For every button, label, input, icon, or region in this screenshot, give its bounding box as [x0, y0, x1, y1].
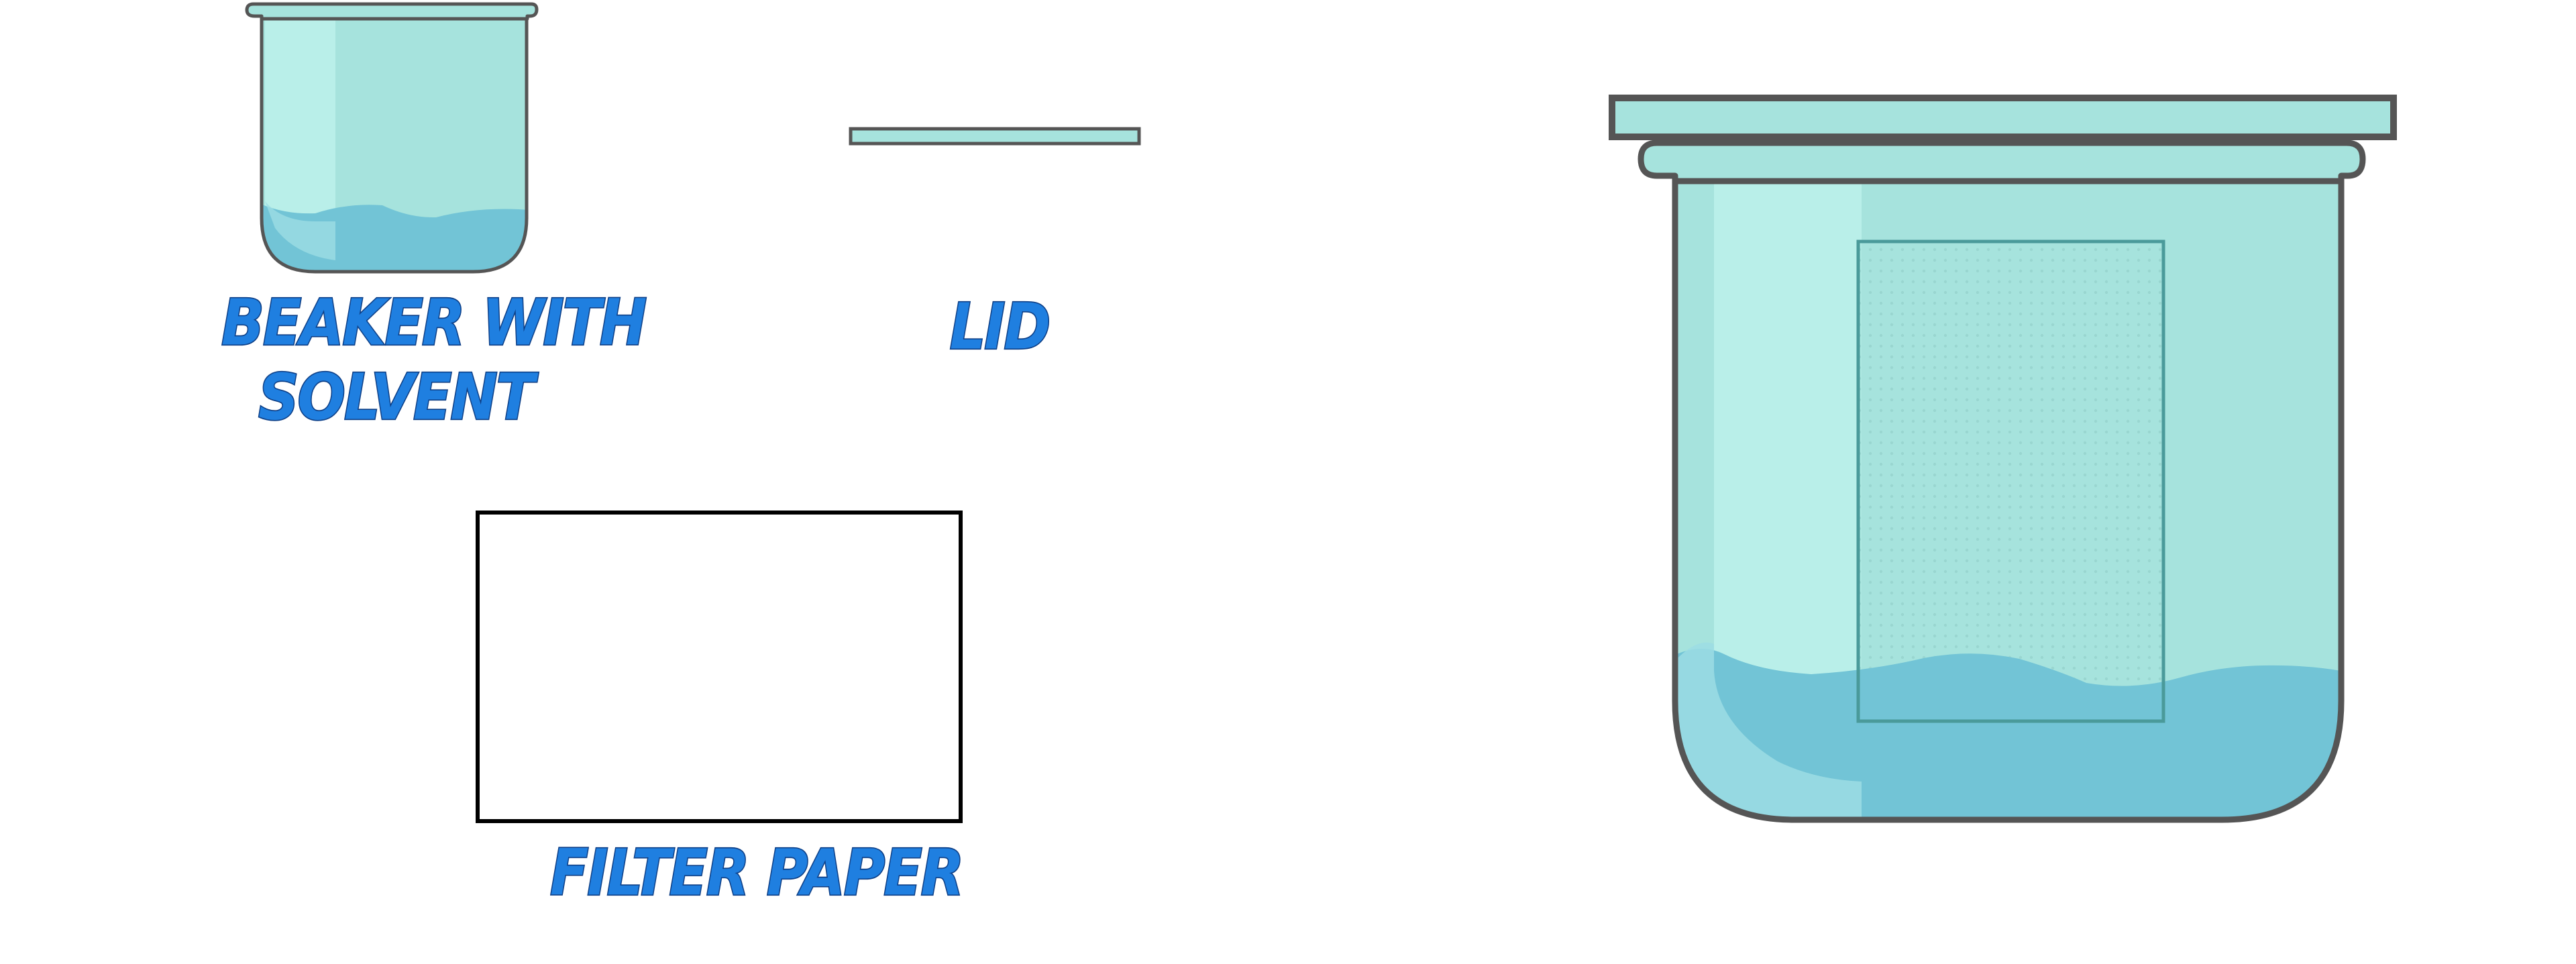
- label-lid: LID: [949, 288, 1052, 364]
- filter-paper-in-beaker: [1858, 242, 2163, 721]
- small-beaker-rim: [245, 2, 539, 21]
- large-beaker-rim: [1638, 140, 2366, 184]
- label-beaker-line-1: BEAKER WITH: [221, 284, 648, 360]
- label-filter-paper: FILTER PAPER: [549, 835, 965, 910]
- filter-paper: [476, 511, 963, 823]
- assembled-beaker: [1609, 95, 2397, 823]
- filter-paper-outline: [1856, 239, 2165, 723]
- label-beaker-line-2: SOLVENT: [258, 359, 536, 435]
- label-beaker-with-solvent: BEAKER WITH SOLVENT: [221, 284, 648, 435]
- lid: [849, 127, 1141, 146]
- small-beaker-with-solvent: [245, 2, 539, 274]
- lid-on-beaker: [1609, 95, 2397, 140]
